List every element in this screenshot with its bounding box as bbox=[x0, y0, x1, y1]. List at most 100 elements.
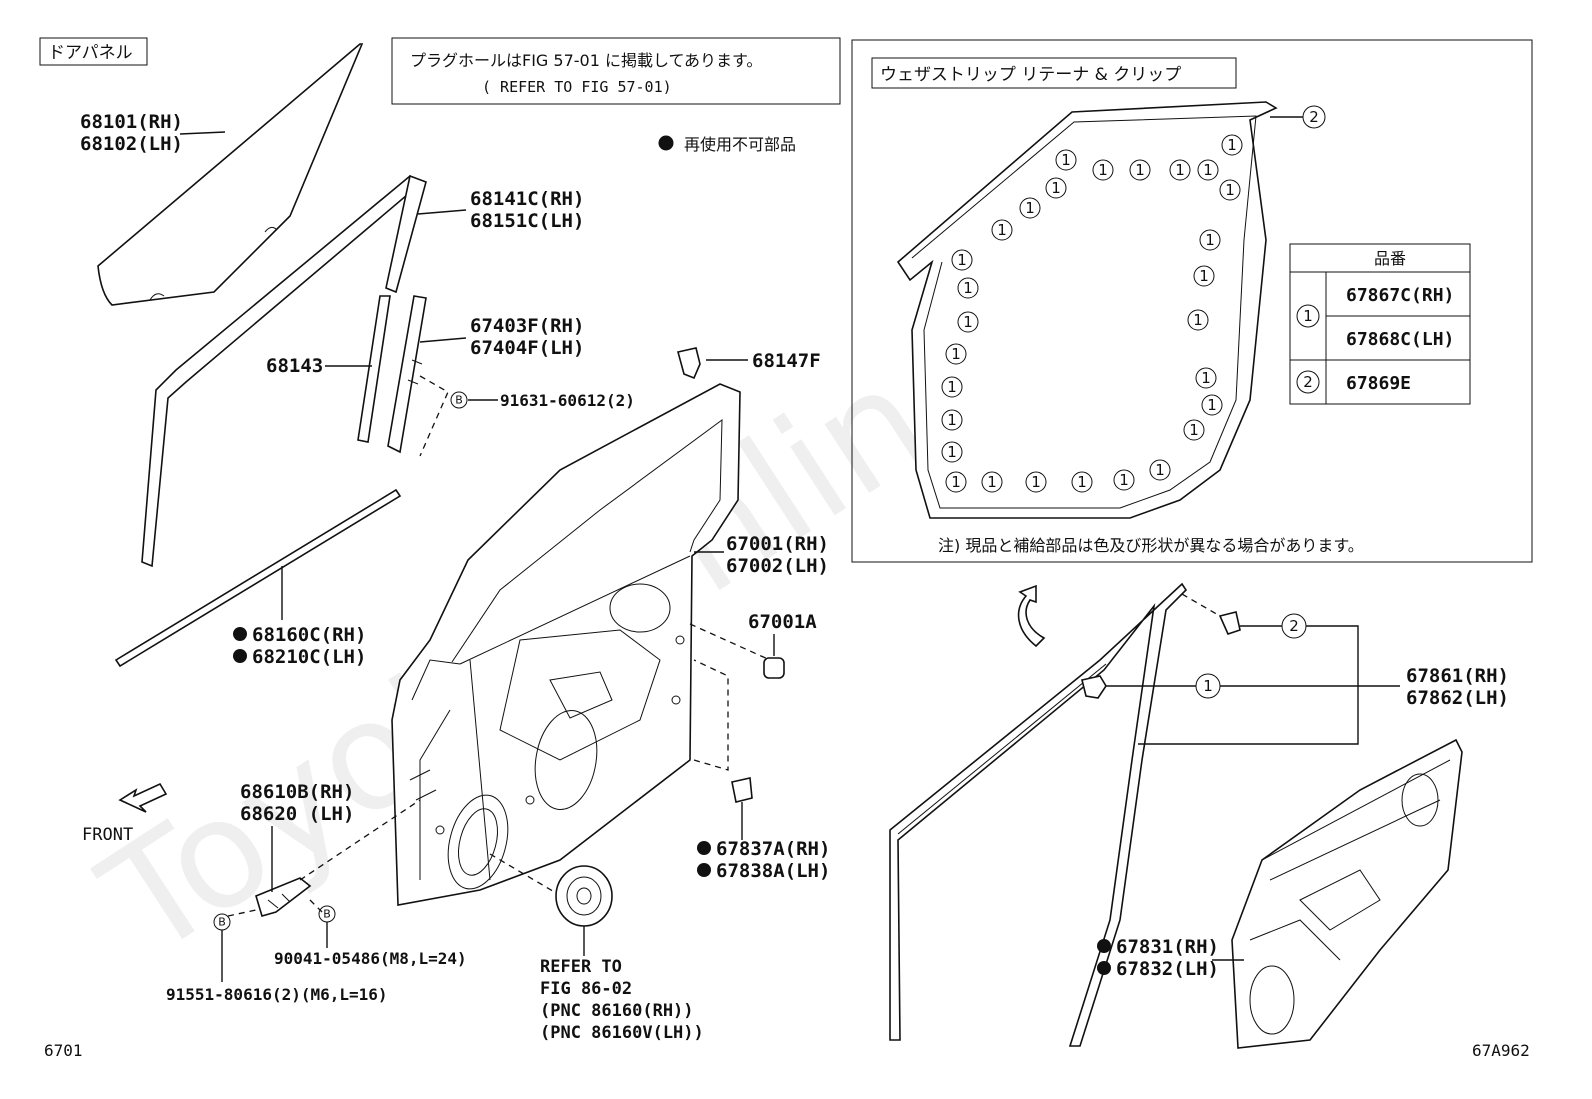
table-row1-part-rh: 67867C(RH) bbox=[1346, 285, 1454, 306]
plug-hole-note-line2: ( REFER TO FIG 57-01) bbox=[482, 78, 672, 96]
inset-callout-number: 1 bbox=[997, 221, 1007, 239]
inset-callout-circle bbox=[1187, 309, 1209, 331]
refer-line4: (PNC 86160V(LH)) bbox=[540, 1023, 704, 1043]
inset-note: 注) 現品と補給部品は色及び形状が異なる場合があります。 bbox=[938, 536, 1364, 555]
inset-callout-number: 1 bbox=[1227, 136, 1237, 154]
inset-callout-number: 1 bbox=[1051, 179, 1061, 197]
label-68102: 68102(LH) bbox=[80, 133, 183, 155]
clip-67869e bbox=[1218, 611, 1241, 635]
speaker bbox=[555, 865, 613, 927]
label-68160c: 68160C(RH) bbox=[252, 624, 366, 646]
illustration-code: 67A962 bbox=[1472, 1041, 1530, 1060]
non-reusable-note: 再使用不可部品 bbox=[684, 135, 796, 154]
bolt-mark-90041: B bbox=[318, 905, 336, 923]
clip-67837a bbox=[731, 777, 753, 803]
table-row1-part-lh: 67868C(LH) bbox=[1346, 329, 1454, 350]
label-91631: 91631-60612(2) bbox=[500, 391, 635, 410]
inset-callout-number: 1 bbox=[1135, 161, 1145, 179]
label-68141c: 68141C(RH) bbox=[470, 188, 584, 210]
non-reusable-dot-icon bbox=[1097, 939, 1111, 953]
inset-callout-number: 1 bbox=[947, 443, 957, 461]
label-91551: 91551-80616(2)(M6,L=16) bbox=[166, 985, 388, 1004]
inset-callout-number: 1 bbox=[1205, 231, 1215, 249]
door-glass bbox=[97, 43, 364, 306]
table-row2-part: 67869E bbox=[1346, 373, 1411, 394]
section-label: ドアパネル bbox=[48, 43, 133, 63]
curved-arrow-icon bbox=[1017, 584, 1046, 648]
plug-hole-note-box: プラグホールはFIG 57-01 に掲載してあります。 ( REFER TO F… bbox=[391, 37, 841, 105]
inset-callout-number: 1 bbox=[1189, 421, 1199, 439]
inset-callout-circle bbox=[1045, 177, 1067, 199]
label-67861: 67861(RH) bbox=[1406, 665, 1509, 687]
label-67838a: 67838A(LH) bbox=[716, 860, 830, 882]
inset-callout-circle bbox=[1183, 419, 1205, 441]
inset-callout-number: 1 bbox=[1199, 267, 1209, 285]
inset-callout-number: 1 bbox=[1077, 473, 1087, 491]
inset-callout-number: 1 bbox=[957, 251, 967, 269]
inset-callout-number: 1 bbox=[1175, 161, 1185, 179]
label-67862: 67862(LH) bbox=[1406, 687, 1509, 709]
inset-callout-number: 1 bbox=[987, 473, 997, 491]
inset-callout-number: 1 bbox=[947, 378, 957, 396]
inset-callout-number: 1 bbox=[1061, 151, 1071, 169]
door-weatherstrip bbox=[889, 582, 1188, 1047]
label-67403f: 67403F(RH) bbox=[470, 315, 584, 337]
inset-callout-circle bbox=[1221, 134, 1243, 156]
inset-callout-circle bbox=[945, 471, 967, 493]
inset-callout-number: 1 bbox=[1207, 396, 1217, 414]
inset-callout-number: 1 bbox=[1225, 181, 1235, 199]
clip-68147f bbox=[677, 347, 701, 380]
inset-callout-circle bbox=[1195, 367, 1217, 389]
plug-67001a bbox=[763, 657, 785, 679]
label-67002: 67002(LH) bbox=[726, 555, 829, 577]
refer-line1: REFER TO bbox=[540, 957, 622, 977]
svg-text:B: B bbox=[218, 916, 226, 929]
inset-callout-number: 1 bbox=[1098, 161, 1108, 179]
label-68101: 68101(RH) bbox=[80, 111, 183, 133]
inset-callout-number: 1 bbox=[963, 313, 973, 331]
inset-callout-circle bbox=[1199, 229, 1221, 251]
inset-callout-number: 1 bbox=[951, 473, 961, 491]
inset-callout-circle bbox=[981, 471, 1003, 493]
inset-part-table: 品番 1 67867C(RH) 67868C(LH) 2 67869E bbox=[1289, 243, 1471, 405]
inset-callout-circle bbox=[951, 249, 973, 271]
window-regulator-68610b bbox=[255, 877, 312, 917]
table-row2-key: 2 bbox=[1303, 373, 1313, 391]
inset-callout-circle bbox=[941, 376, 963, 398]
label-67837a: 67837A(RH) bbox=[716, 838, 830, 860]
label-90041: 90041-05486(M8,L=24) bbox=[274, 949, 467, 968]
front-arrow-icon bbox=[118, 782, 168, 813]
section-label-box: ドアパネル bbox=[39, 37, 148, 66]
inset-callout-circle bbox=[957, 277, 979, 299]
non-reusable-dot-icon bbox=[697, 841, 711, 855]
label-68610b: 68610B(RH) bbox=[240, 781, 354, 803]
non-reusable-dot-icon bbox=[658, 135, 674, 151]
label-67001a: 67001A bbox=[748, 611, 817, 633]
label-67001: 67001(RH) bbox=[726, 533, 829, 555]
label-68143: 68143 bbox=[266, 355, 323, 377]
label-67404f: 67404F(LH) bbox=[470, 337, 584, 359]
inset-callout-number: 1 bbox=[951, 345, 961, 363]
door-trim-board bbox=[1231, 738, 1463, 1049]
label-68147f: 68147F bbox=[752, 350, 821, 372]
center-channel-68143 bbox=[357, 295, 391, 443]
label-68620: 68620 (LH) bbox=[240, 803, 354, 825]
non-reusable-dot-icon bbox=[1097, 961, 1111, 975]
non-reusable-dot-icon bbox=[233, 649, 247, 663]
label-67832: 67832(LH) bbox=[1116, 958, 1219, 980]
inset-callout-circle bbox=[1019, 197, 1041, 219]
belt-moulding bbox=[114, 488, 402, 668]
inset-callout-number: 1 bbox=[1155, 461, 1165, 479]
non-reusable-dot-icon bbox=[233, 627, 247, 641]
inset-callout-circle bbox=[1197, 159, 1219, 181]
inset-callout-circle bbox=[1129, 159, 1151, 181]
inset-callout-circle bbox=[1092, 159, 1114, 181]
rear-sash-channel bbox=[387, 295, 427, 454]
inset-callout-circle bbox=[945, 343, 967, 365]
label-68210c: 68210C(LH) bbox=[252, 646, 366, 668]
inset-callout-circle bbox=[1025, 471, 1047, 493]
inset-callout-number: 1 bbox=[1119, 471, 1129, 489]
inset-callout-circle bbox=[941, 409, 963, 431]
inset-callout-number: 1 bbox=[1201, 369, 1211, 387]
